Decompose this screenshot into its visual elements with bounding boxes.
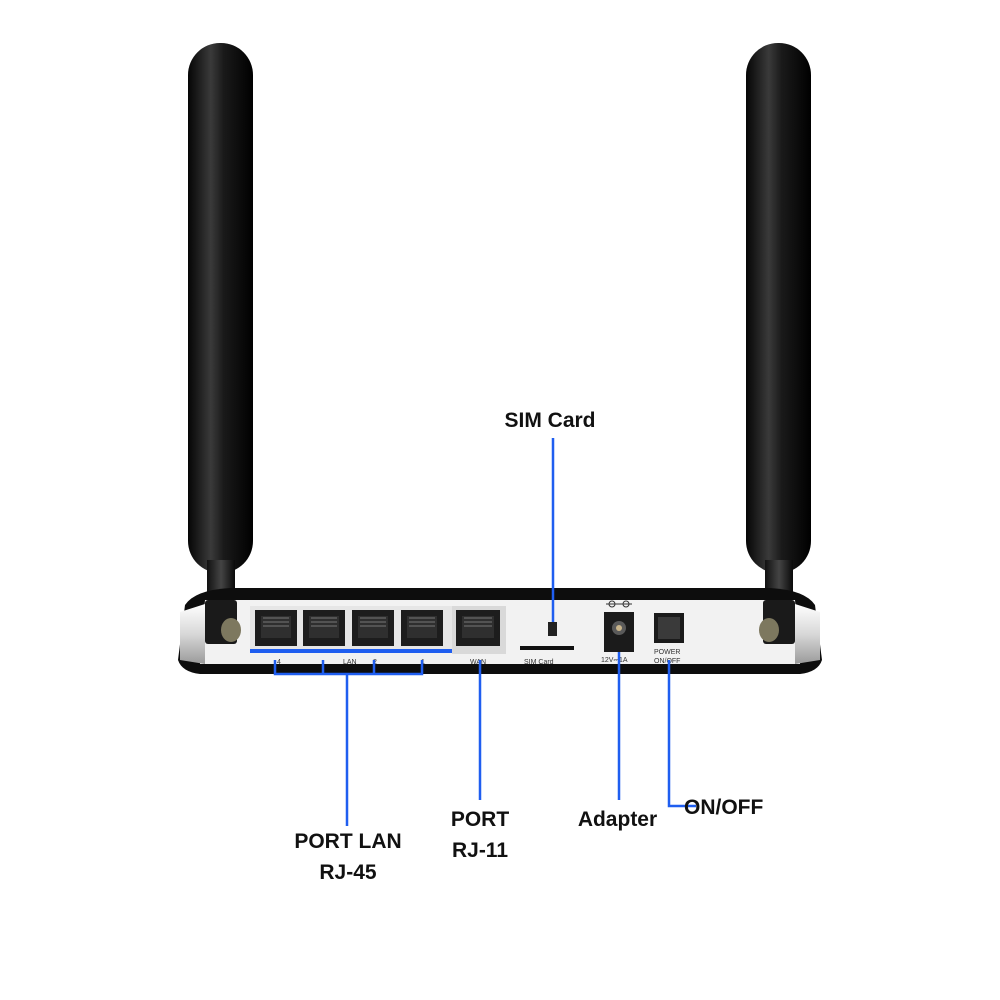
right-antenna	[746, 43, 811, 642]
rj45-port-3[interactable]	[303, 610, 345, 646]
leader-lines	[273, 438, 696, 826]
power-switch[interactable]	[654, 613, 684, 643]
rj45-port-4[interactable]	[255, 610, 297, 646]
rj45-port-1[interactable]	[401, 610, 443, 646]
lan-bracket-line	[273, 660, 424, 676]
port-rj11-callout-line1: PORT	[450, 808, 510, 831]
onoff-leader-line	[667, 660, 696, 808]
adapter-callout-text: Adapter	[577, 808, 658, 831]
port-lan-callout-line1: PORT LAN	[294, 830, 402, 853]
left-antenna	[188, 43, 253, 642]
adapter-callout: Adapter	[560, 804, 675, 835]
on-off-callout: ON/OFF	[684, 792, 794, 823]
port-lan-callout: PORT LAN RJ-45	[268, 826, 428, 888]
power-switch-label-line2: ON/OFF	[654, 658, 680, 665]
wan-port[interactable]	[452, 606, 506, 654]
power-switch-label-line1: POWER	[654, 649, 680, 656]
lan-4-label: 4	[277, 659, 281, 666]
sim-card-slot[interactable]	[520, 622, 574, 650]
on-off-callout-text: ON/OFF	[684, 796, 764, 819]
power-jack[interactable]	[604, 612, 634, 652]
sim-card-callout-text: SIM Card	[504, 409, 596, 432]
port-rj11-callout: PORT RJ-11	[420, 804, 540, 866]
polarity-symbol	[606, 600, 632, 608]
rj45-port-2[interactable]	[352, 610, 394, 646]
left-antenna-nut	[205, 600, 241, 644]
sim-card-callout: SIM Card	[470, 405, 630, 436]
power-rating-label: 12V⎓1A	[601, 657, 628, 664]
lan-label: LAN	[343, 659, 357, 666]
sim-card-device-label: SIM Card	[524, 659, 554, 666]
port-lan-callout-line2: RJ-45	[319, 861, 377, 884]
port-rj11-callout-line2: RJ-11	[451, 839, 509, 862]
wan-label: WAN	[470, 659, 486, 666]
right-antenna-nut	[759, 600, 795, 644]
